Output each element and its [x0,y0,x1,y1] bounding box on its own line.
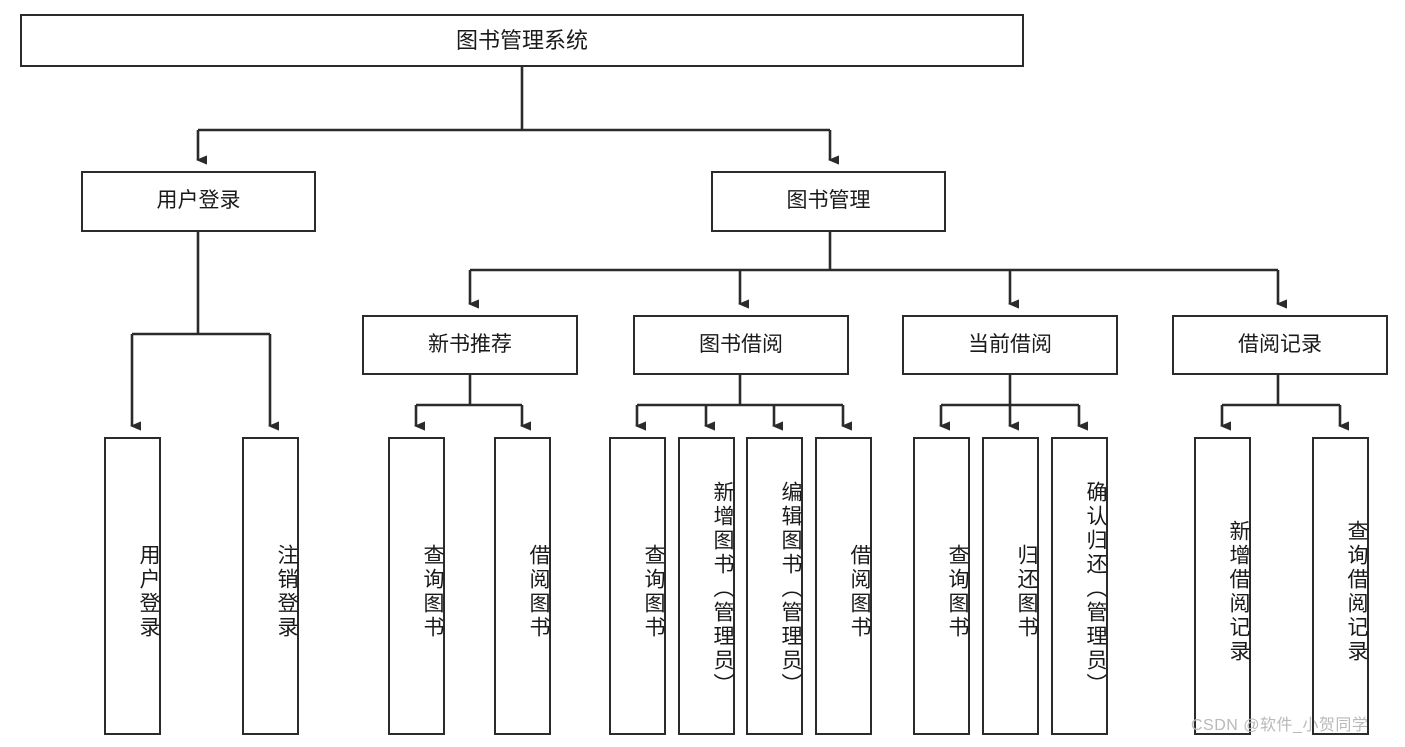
leaf-borrow-book-recommend[interactable]: 借阅图书 [494,437,551,735]
leaf-borrow-book[interactable]: 借阅图书 [815,437,872,735]
leaf-query-book-borrow[interactable]: 查询图书 [609,437,666,735]
leaf-query-book-recommend[interactable]: 查询图书 [388,437,445,735]
node-borrow-record[interactable]: 借阅记录 [1172,315,1388,375]
node-book-borrow[interactable]: 图书借阅 [633,315,849,375]
leaf-add-borrow-record[interactable]: 新增借阅记录 [1194,437,1251,735]
leaf-logout[interactable]: 注销登录 [242,437,299,735]
leaf-query-book-current[interactable]: 查询图书 [913,437,970,735]
node-current-borrow[interactable]: 当前借阅 [902,315,1118,375]
leaf-add-book-admin[interactable]: 新增图书（管理员） [678,437,735,735]
node-root-book-management-system[interactable]: 图书管理系统 [20,14,1024,67]
leaf-user-login[interactable]: 用户登录 [104,437,161,735]
leaf-query-borrow-record[interactable]: 查询借阅记录 [1312,437,1369,735]
node-book-management[interactable]: 图书管理 [711,171,946,232]
leaf-edit-book-admin[interactable]: 编辑图书（管理员） [746,437,803,735]
node-user-login[interactable]: 用户登录 [81,171,316,232]
node-new-book-recommend[interactable]: 新书推荐 [362,315,578,375]
watermark-text: CSDN @软件_小贺同学 [1191,717,1369,734]
leaf-return-book[interactable]: 归还图书 [982,437,1039,735]
leaf-confirm-return-admin[interactable]: 确认归还（管理员） [1051,437,1108,735]
